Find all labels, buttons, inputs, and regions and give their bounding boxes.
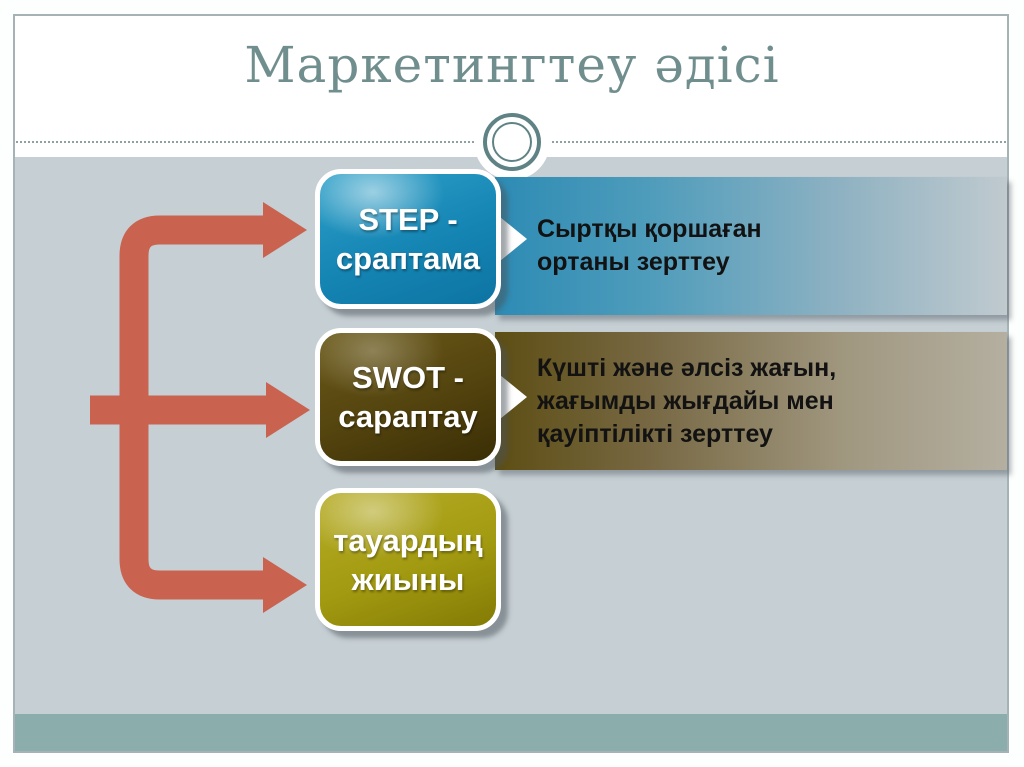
banner-swot-description: Күшті және әлсіз жағын, жағымды жығдайы …	[495, 332, 1007, 470]
node-tauar: тауардың жиыны	[315, 488, 501, 631]
node-label-line: тауардың	[333, 522, 483, 558]
footer-band	[15, 714, 1007, 751]
node-step: STEP - сраптама	[315, 169, 501, 309]
node-label-line: STEP -	[358, 202, 458, 237]
node-label-line: SWOT -	[352, 360, 464, 395]
banner-text-line: Күшті және әлсіз жағын,	[537, 353, 837, 382]
banner-text-line: Сыртқы қоршаған	[537, 215, 762, 243]
banner-text-line: ортаны зерттеу	[537, 248, 730, 276]
node-label-line: сараптау	[338, 399, 478, 434]
chevron-right-icon	[500, 375, 527, 419]
page-title: Маркетингтеу әдісі	[244, 36, 780, 94]
circle-ornament-outer-ring	[483, 113, 541, 171]
circle-ornament	[474, 104, 550, 180]
node-label-line: жиыны	[351, 561, 465, 597]
circle-ornament-inner-ring	[492, 122, 532, 162]
node-swot: SWOT - сараптау	[315, 328, 501, 466]
banner-text-line: жағымды жығдайы мен	[537, 386, 834, 415]
node-label-line: сраптама	[335, 241, 481, 276]
chevron-right-icon	[500, 217, 527, 261]
banner-text-line: қауіптілікті зерттеу	[537, 419, 773, 448]
banner-step-description: Сыртқы қоршаған ортаны зерттеу	[495, 177, 1007, 315]
